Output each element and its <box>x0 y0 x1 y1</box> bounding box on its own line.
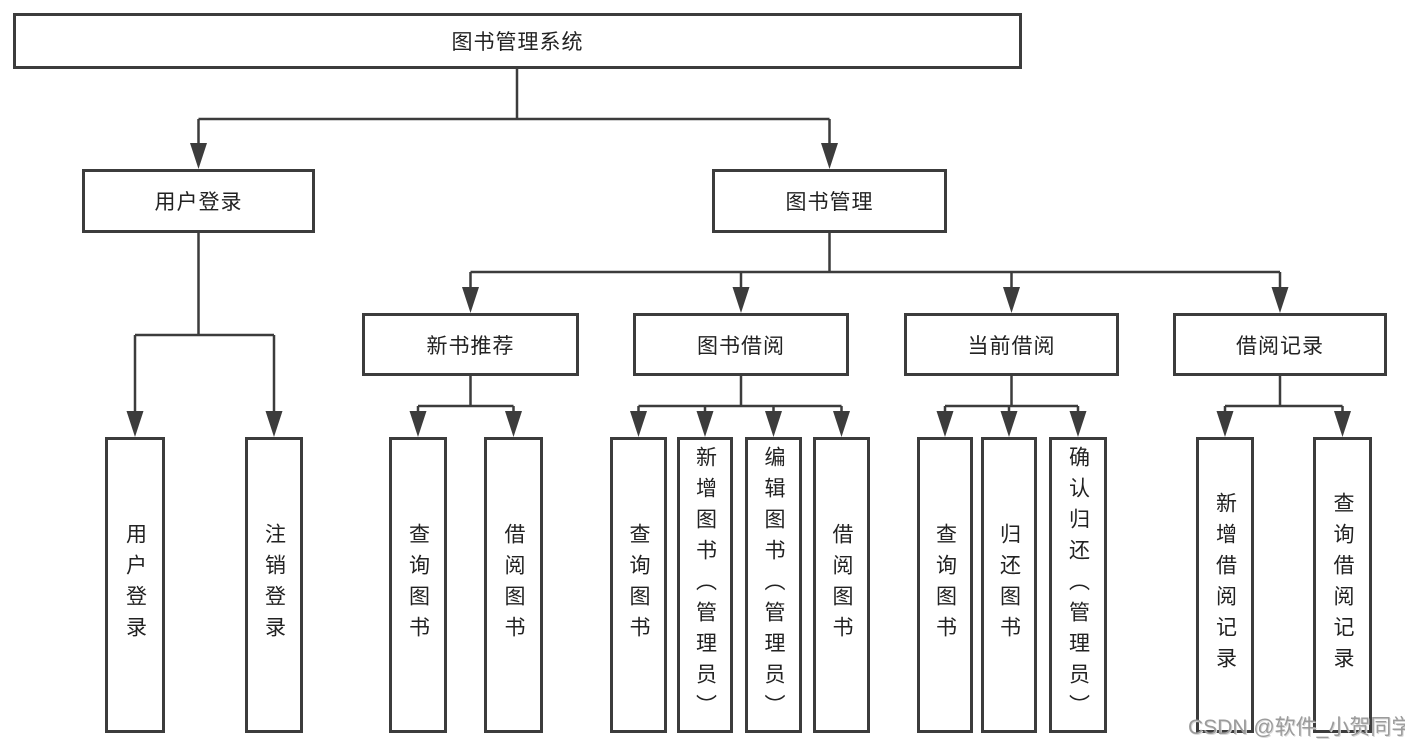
node-new-book-recommend: 新书推荐 <box>362 313 579 376</box>
node-label: 借阅记录 <box>1236 334 1324 358</box>
node-label: 编辑图书（管理员） <box>762 445 786 725</box>
node-label: 确认归还（管理员） <box>1066 445 1090 725</box>
node-label: 查询图书 <box>933 523 957 647</box>
leaf-records-add-record: 新增借阅记录 <box>1196 437 1254 733</box>
node-label: 图书借阅 <box>697 334 785 358</box>
node-book-borrowing: 图书借阅 <box>633 313 849 376</box>
node-label: 查询图书 <box>627 523 651 647</box>
leaf-current-confirm-return-admin: 确认归还（管理员） <box>1049 437 1107 733</box>
leaf-user-login: 用户登录 <box>105 437 165 733</box>
node-borrowing-records: 借阅记录 <box>1173 313 1387 376</box>
leaf-logout-login: 注销登录 <box>245 437 303 733</box>
node-book-management: 图书管理 <box>712 169 947 233</box>
leaf-current-query-book: 查询图书 <box>917 437 973 733</box>
leaf-borrowing-query-book: 查询图书 <box>610 437 667 733</box>
node-label: 新增借阅记录 <box>1213 492 1237 678</box>
node-label: 用户登录 <box>123 523 147 647</box>
leaf-records-query-record: 查询借阅记录 <box>1313 437 1372 733</box>
node-root-library-system: 图书管理系统 <box>13 13 1022 69</box>
leaf-borrowing-borrow-book: 借阅图书 <box>813 437 870 733</box>
node-label: 注销登录 <box>262 523 286 647</box>
leaf-current-return-book: 归还图书 <box>981 437 1037 733</box>
arrowhead-icons <box>126 143 1351 437</box>
node-user-login: 用户登录 <box>82 169 315 233</box>
watermark: CSDN @软件_小贺同学 <box>1188 716 1405 739</box>
leaf-borrowing-edit-book-admin: 编辑图书（管理员） <box>745 437 802 733</box>
node-current-borrowing: 当前借阅 <box>904 313 1119 376</box>
node-label: 新书推荐 <box>426 334 515 358</box>
node-label: 用户登录 <box>154 191 243 214</box>
node-label: 图书管理 <box>785 191 874 214</box>
node-label: 归还图书 <box>997 523 1021 647</box>
node-label: 借阅图书 <box>502 523 526 647</box>
node-label: 新增图书（管理员） <box>693 445 717 725</box>
leaf-recommend-borrow-book: 借阅图书 <box>484 437 543 733</box>
node-label: 借阅图书 <box>830 523 854 647</box>
leaf-borrowing-add-book-admin: 新增图书（管理员） <box>677 437 733 733</box>
node-label: 查询图书 <box>406 523 430 647</box>
node-label: 查询借阅记录 <box>1331 492 1355 678</box>
node-label: 图书管理系统 <box>451 31 584 54</box>
node-label: 当前借阅 <box>967 334 1056 358</box>
leaf-recommend-query-book: 查询图书 <box>389 437 447 733</box>
